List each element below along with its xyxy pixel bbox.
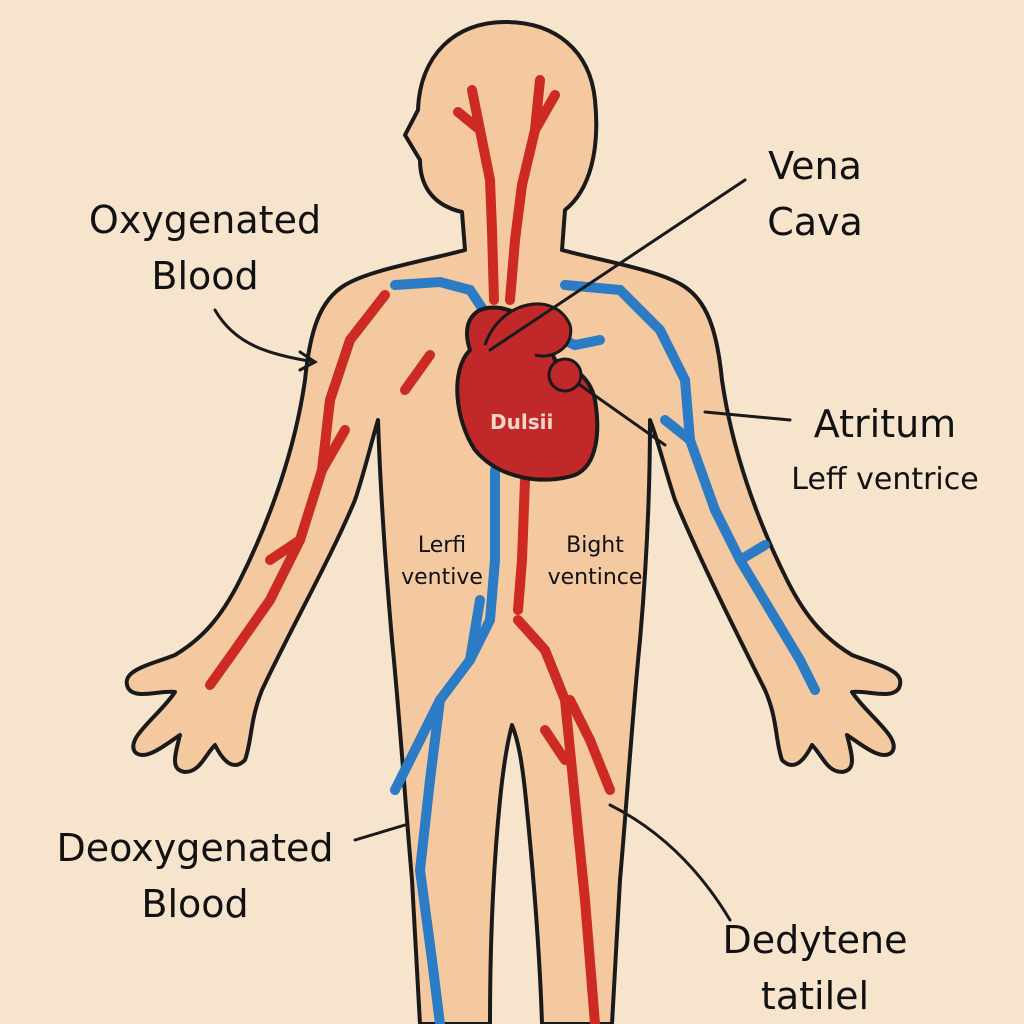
vena-cava-label: Vena Cava <box>740 138 890 250</box>
heart-atrium-top <box>483 302 573 358</box>
right-leg-artery <box>513 615 600 1024</box>
right-arm-vein-branch <box>660 415 695 445</box>
left-arm-artery-branch-2 <box>265 535 305 565</box>
deoxygenated-label-line1: Deoxygenated <box>56 826 334 870</box>
neck-artery-right <box>505 75 545 305</box>
aorta <box>513 475 530 615</box>
bottom-right-label-line1: Dedytene <box>722 918 908 962</box>
vena-cava-leader <box>488 178 747 352</box>
veins <box>390 276 820 1024</box>
bottom-right-leader <box>608 803 732 922</box>
atrium-leader <box>703 410 792 422</box>
left-arm-artery-branch <box>317 425 350 475</box>
left-leg-vein-branch-2 <box>465 595 485 665</box>
head-artery-branch-right <box>530 90 560 135</box>
left-leg-vein-branch <box>390 695 445 795</box>
vena-cava-label-line1: Vena <box>768 144 862 188</box>
right-ventince-label: Bight ventince <box>540 530 650 594</box>
right-ventince-line2: ventince <box>547 565 643 590</box>
heart <box>455 302 600 482</box>
left-ventive-line1: Lerfi <box>417 533 467 558</box>
deoxygenated-label-line2: Blood <box>141 882 249 926</box>
leader-lines <box>213 178 792 922</box>
left-ventricle-label: Leff ventrice <box>791 462 979 497</box>
left-ventive-line2: ventive <box>401 565 483 590</box>
arteries <box>205 75 615 1024</box>
left-arm-artery <box>205 290 390 690</box>
bottom-right-label-line2: tatilel <box>760 974 870 1018</box>
heart-right-leader <box>578 383 667 447</box>
atrium-label: Atritum <box>813 402 957 446</box>
chest-artery <box>400 350 435 395</box>
heart-body <box>455 305 600 482</box>
left-subclavian-vein <box>390 276 495 325</box>
oxygenated-arrowhead <box>298 350 318 372</box>
oxygenated-leader <box>213 308 317 364</box>
oxygenated-label: Oxygenated Blood <box>80 192 330 304</box>
oxygenated-label-line2: Blood <box>151 254 259 298</box>
right-leg-artery-branch <box>565 695 615 795</box>
heart-atrium-right <box>547 357 583 393</box>
body-outline <box>124 20 903 1024</box>
vena-cava-label-line2: Cava <box>767 200 863 244</box>
right-subclavian-vein <box>560 280 820 695</box>
right-arm-vein-branch-2 <box>735 540 770 565</box>
leg-artery-branch-2 <box>540 725 570 765</box>
neck-artery-left <box>467 85 499 305</box>
heart-label: Dulsii <box>490 410 554 434</box>
deoxygenated-label: Deoxygenated Blood <box>40 820 350 932</box>
bottom-right-label: Dedytene tatilel <box>705 912 925 1024</box>
right-ventince-line1: Bight <box>566 533 624 558</box>
left-ventive-label: Lerfi ventive <box>392 530 492 594</box>
head-artery-branch <box>453 107 485 135</box>
deoxygenated-leader <box>353 823 407 842</box>
oxygenated-label-line1: Oxygenated <box>88 198 322 242</box>
